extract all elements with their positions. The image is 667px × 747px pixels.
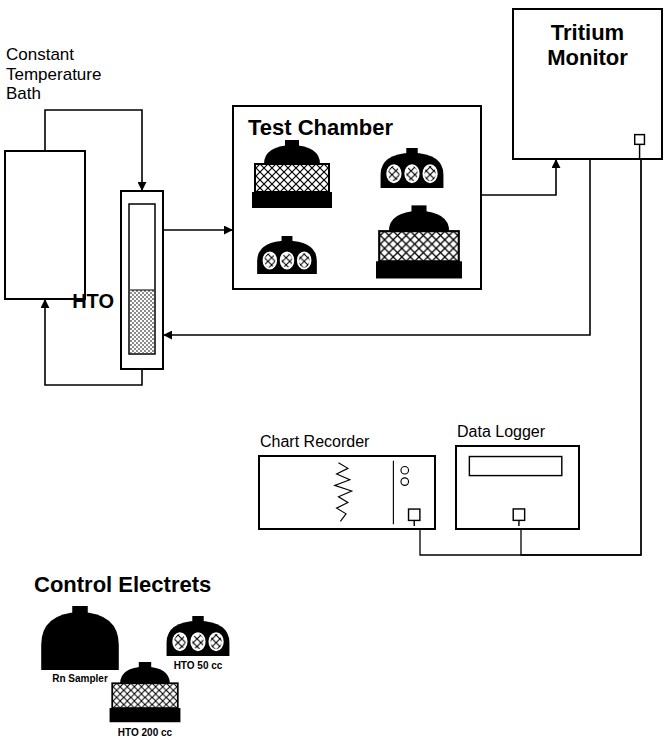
- chamber-box: Test Chamber: [232, 105, 482, 290]
- flow-arrow: [45, 300, 142, 385]
- hto-vessel: HTO: [120, 190, 164, 370]
- box-label: HTO: [72, 290, 114, 313]
- data-logger-box: Data Logger: [455, 445, 580, 530]
- box-detail: [457, 447, 578, 528]
- box-label: Constant Temperature Bath: [6, 45, 116, 104]
- electret-label: HTO 50 cc: [174, 660, 223, 671]
- box-detail: [260, 457, 434, 528]
- box-detail: [120, 190, 164, 370]
- box-label: Test Chamber: [234, 107, 480, 140]
- box-label: Data Logger: [457, 423, 545, 441]
- flow-arrow: [164, 229, 232, 231]
- electret-label: Rn Sampler: [52, 673, 108, 684]
- flow-arrow: [164, 160, 590, 335]
- signal-wire: [521, 160, 641, 555]
- box-label: Chart Recorder: [260, 433, 369, 451]
- chart-recorder-box: Chart Recorder: [258, 455, 436, 530]
- box-label: Tritium Monitor: [514, 10, 661, 71]
- legend-heading: Control Electrets: [34, 572, 211, 598]
- monitor-box: Tritium Monitor: [512, 8, 663, 160]
- electret-label: HTO 200 cc: [118, 727, 172, 738]
- signal-wire: [420, 160, 641, 555]
- flow-arrow: [482, 160, 556, 195]
- bath-box: Constant Temperature Bath: [4, 150, 86, 300]
